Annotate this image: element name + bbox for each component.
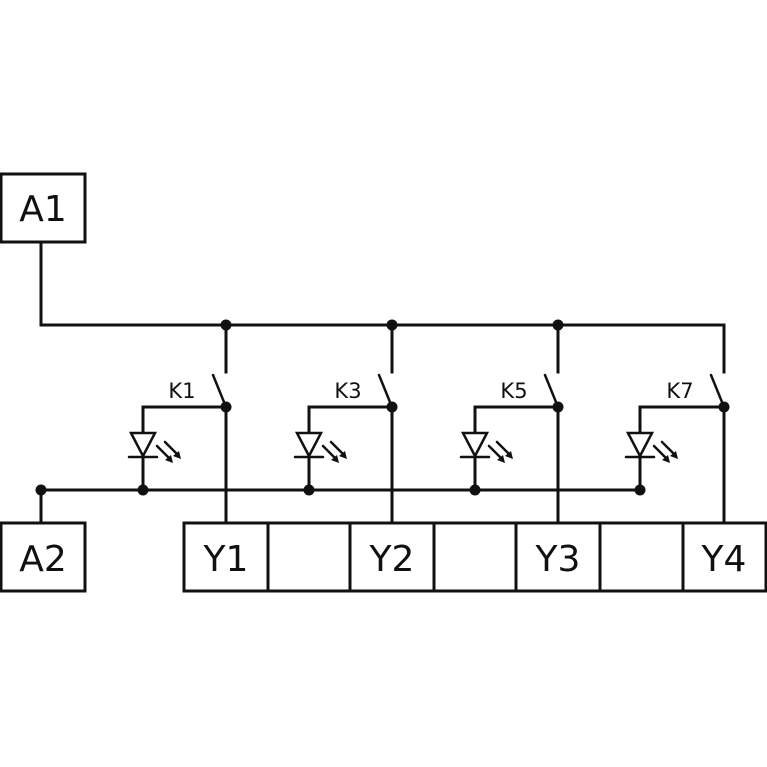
channel-3: K5 — [459, 319, 564, 525]
contact-k1-label: K1 — [168, 379, 195, 403]
led-icon — [459, 431, 513, 463]
terminal-a1-label: A1 — [19, 189, 67, 230]
terminal-a1-box — [0, 172, 87, 244]
junction-dot — [303, 484, 315, 496]
led-icon — [127, 431, 181, 463]
terminal-y3-label: Y3 — [535, 539, 581, 580]
a2-common-bus — [39, 488, 642, 525]
terminal-y4-label: Y4 — [701, 539, 747, 580]
contact-k7-label: K7 — [666, 379, 693, 403]
a1-common-bus — [39, 240, 726, 327]
terminal-strip-frame — [182, 521, 767, 593]
led-icon — [624, 431, 678, 463]
switch-contact-icon — [377, 373, 394, 409]
channel-1: K1 — [127, 319, 232, 525]
switch-contact-icon — [543, 373, 560, 409]
terminal-y2-label: Y2 — [369, 539, 415, 580]
channel-2: K3 — [293, 319, 398, 525]
terminal-a2-label: A2 — [19, 539, 67, 580]
terminal-y1-label: Y1 — [203, 539, 249, 580]
contact-k5-label: K5 — [500, 379, 527, 403]
contact-k3-label: K3 — [334, 379, 361, 403]
junction-dot — [634, 484, 646, 496]
switch-contact-icon — [709, 373, 726, 409]
terminal-a2-box — [0, 521, 87, 593]
led-icon — [293, 431, 347, 463]
junction-dot — [137, 484, 149, 496]
junction-dot — [469, 484, 481, 496]
output-terminal-strip: Y1 Y2 Y3 Y4 — [182, 521, 767, 593]
junction-dot — [35, 484, 47, 496]
switch-contact-icon — [211, 373, 228, 409]
channel-4: K7 — [624, 323, 730, 525]
